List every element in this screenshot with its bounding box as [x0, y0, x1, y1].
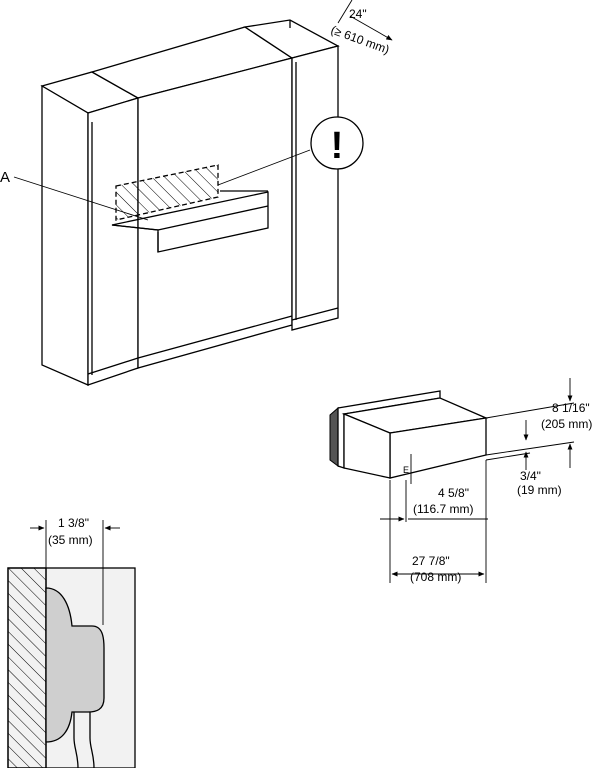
front-depth-dimension: 4 5/8" (116.7 mm) [380, 480, 488, 583]
plug-detail [7, 567, 136, 768]
left-cabinet-front [41, 84, 89, 386]
svg-text:1 3/8": 1 3/8" [58, 516, 89, 530]
warning-icon: ! [217, 116, 364, 186]
svg-text:!: ! [331, 125, 344, 167]
svg-text:(205 mm): (205 mm) [541, 417, 592, 431]
drawer-front [343, 413, 391, 479]
left-cabinet-side [87, 97, 139, 386]
svg-text:(708 mm): (708 mm) [410, 570, 461, 584]
svg-text:(19 mm): (19 mm) [517, 483, 562, 497]
svg-text:(116.7 mm): (116.7 mm) [413, 502, 473, 516]
callout-a-leader [13, 176, 149, 221]
cabinet-assembly [40, 19, 340, 386]
power-plug-icon [45, 587, 105, 743]
svg-text:(35 mm): (35 mm) [48, 533, 93, 547]
plug-clearance-dimension: 1 3/8" (35 mm) [30, 516, 120, 625]
drawer-height-dimension: 8 1/16" (205 mm) [485, 378, 592, 468]
drawer-mark: E [403, 465, 409, 475]
warming-drawer: E [329, 390, 489, 484]
svg-text:4 5/8": 4 5/8" [438, 486, 469, 500]
svg-text:8 1/16": 8 1/16" [552, 401, 590, 415]
right-cabinet-front [291, 45, 339, 331]
svg-text:3/4": 3/4" [520, 469, 541, 483]
front-offset-dimension: 3/4" (19 mm) [485, 420, 562, 497]
svg-text:24": 24" [349, 7, 367, 21]
middle-cabinet-front [137, 57, 293, 369]
overall-depth-dimension: 27 7/8" (708 mm) [391, 460, 487, 584]
clearance-area-a [115, 164, 219, 221]
svg-text:27 7/8": 27 7/8" [412, 554, 450, 568]
callout-a-label: A [0, 169, 10, 186]
